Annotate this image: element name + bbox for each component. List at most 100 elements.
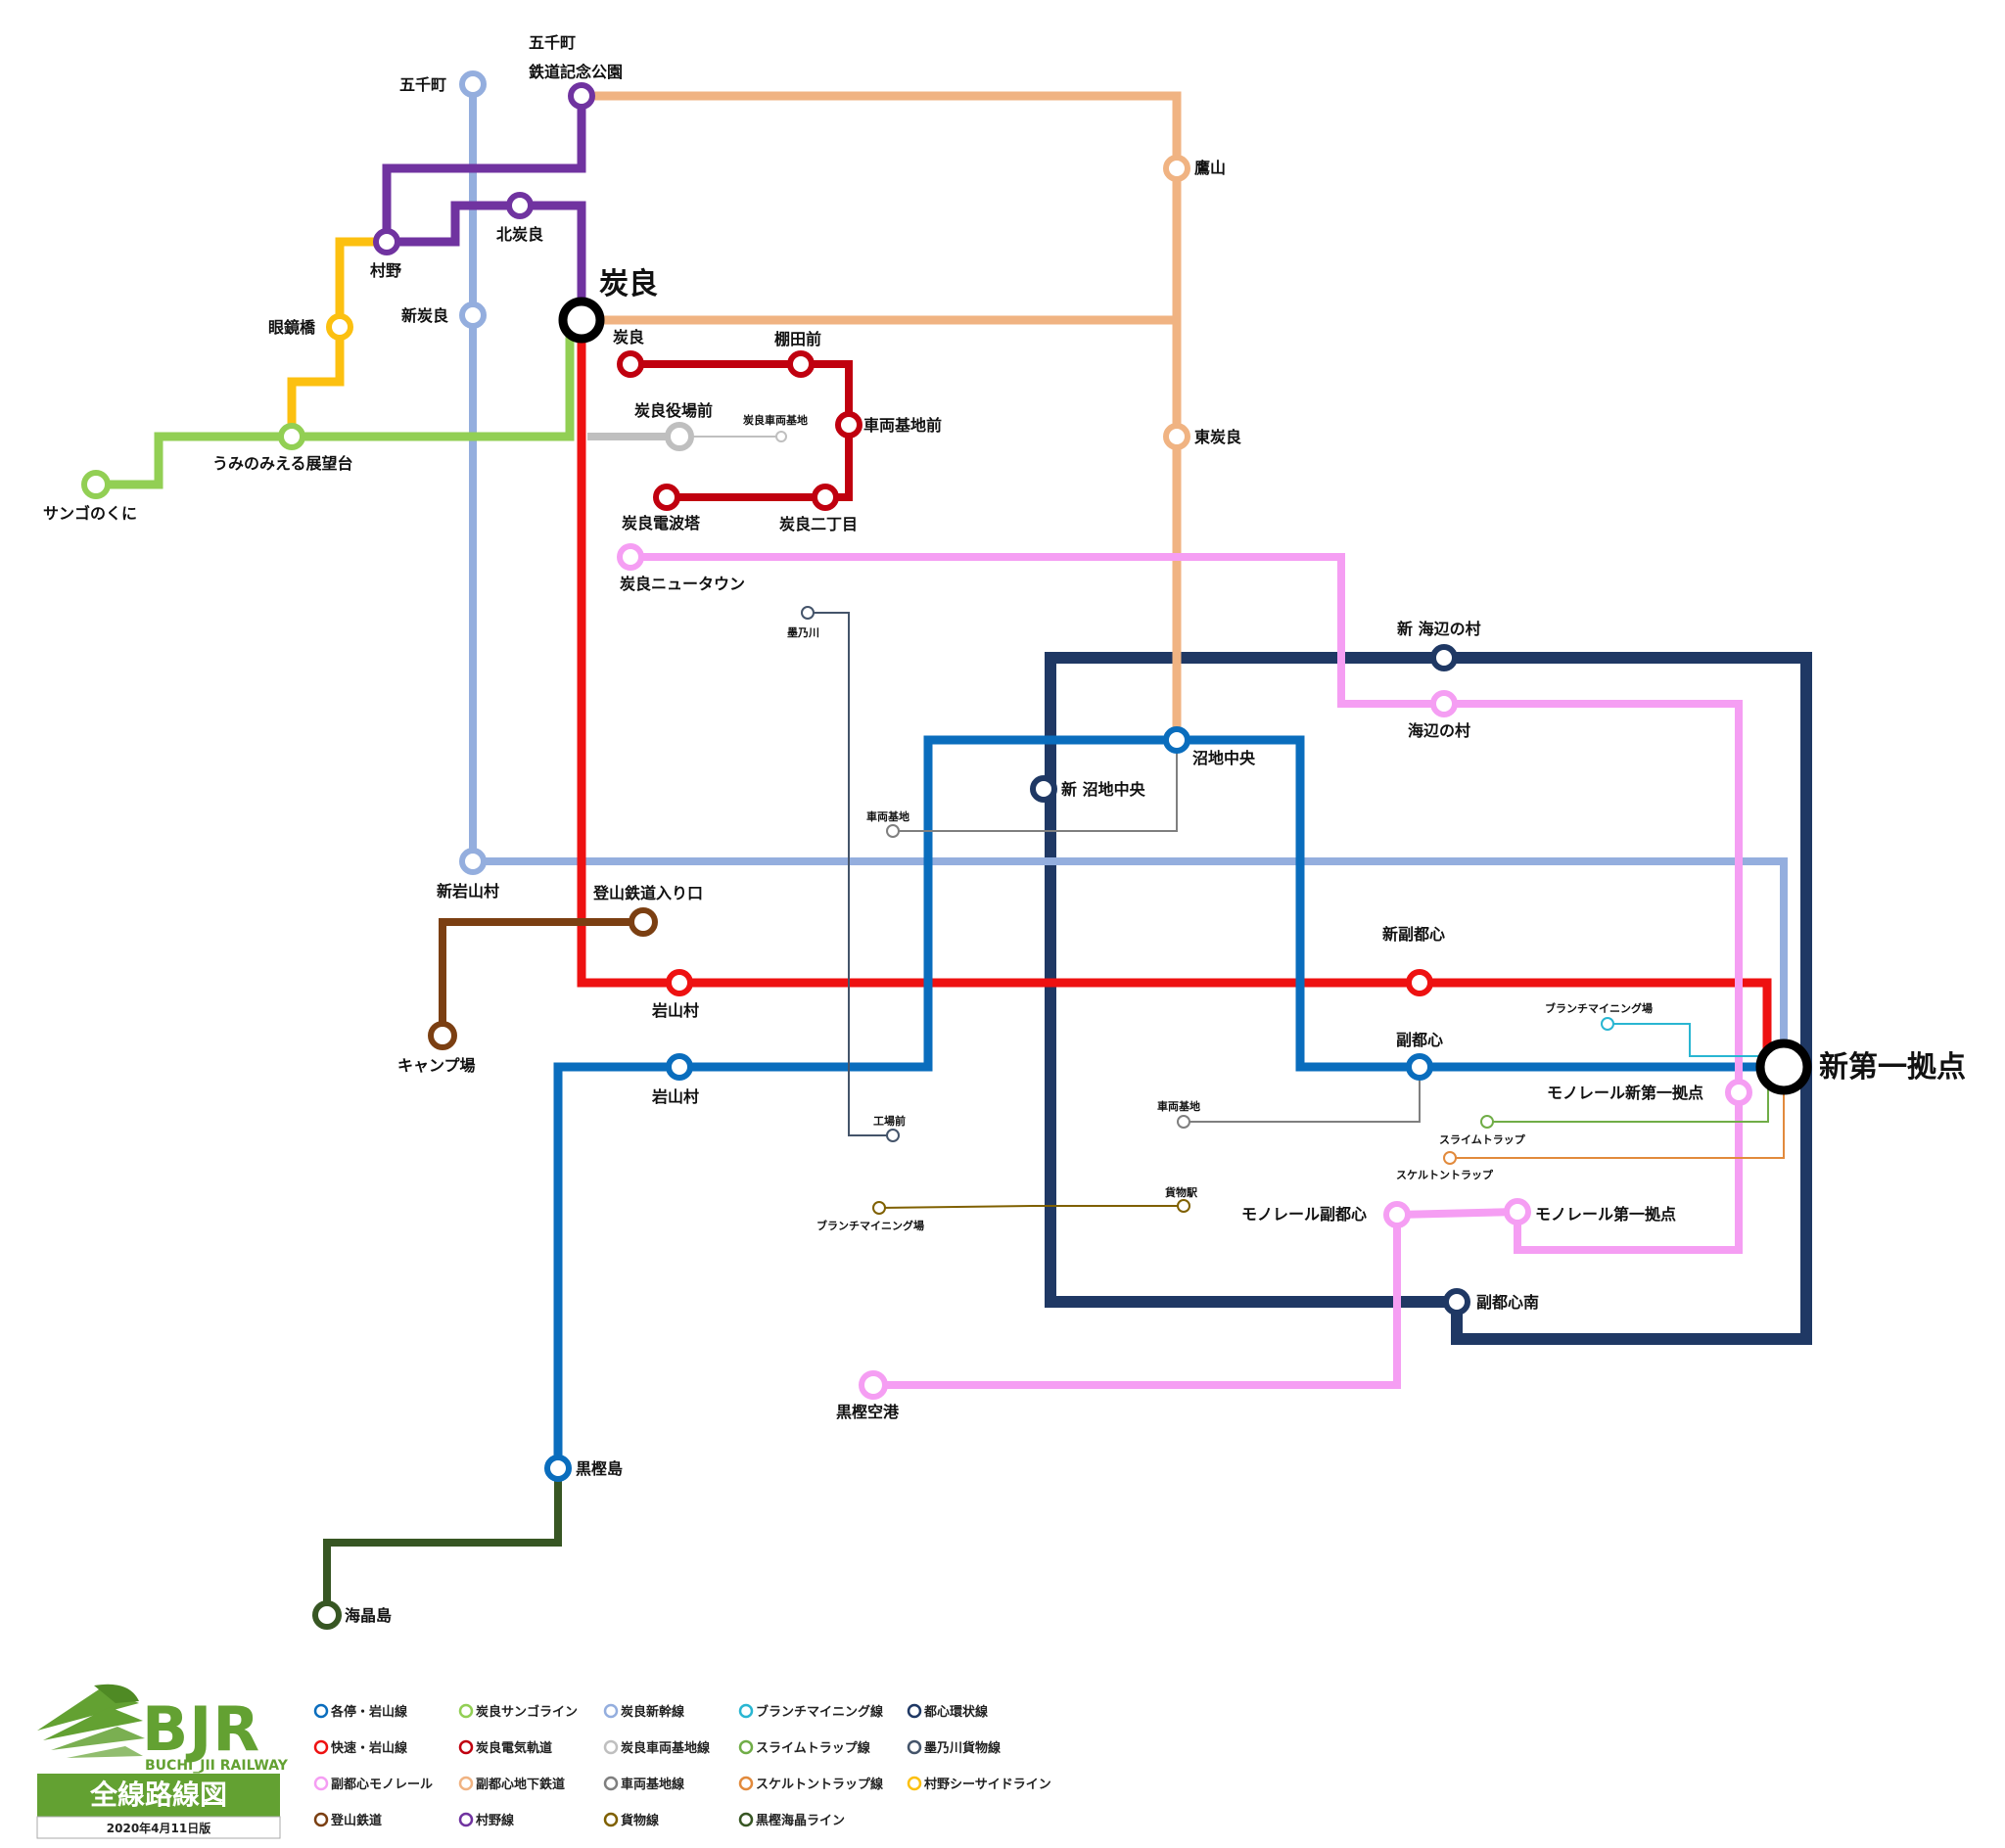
station-marker-sharyo-kichi-2[interactable] (1177, 1115, 1190, 1129)
station-marker-tetsudo-kinen-koen[interactable] (568, 82, 595, 110)
station-marker-kokkan-kuko[interactable] (859, 1370, 888, 1400)
station-marker-shindaiichi[interactable] (1755, 1039, 1812, 1095)
line-branch-mining[interactable] (1608, 1023, 1784, 1057)
station-marker-tanadamae[interactable] (787, 350, 815, 378)
station-label: 登山鉄道入り口 (592, 884, 703, 902)
station-label: 鷹山 (1194, 159, 1226, 177)
station-marker-higashi-tanryo[interactable] (1163, 423, 1190, 450)
station-marker-monorail-daiichi[interactable] (1504, 1198, 1531, 1225)
station-marker-fukutoshin-minami[interactable] (1443, 1288, 1470, 1316)
legend-label: 登山鉄道 (330, 1813, 382, 1828)
station-marker-tozan-iriguchi[interactable] (629, 907, 658, 937)
station-marker-monorail-shindaiichi[interactable] (1725, 1079, 1752, 1106)
legend-marker (313, 1739, 329, 1755)
station-marker-tanryo-denpato[interactable] (653, 484, 680, 511)
station-label: 墨乃川 (787, 626, 819, 639)
station-marker-iwayama-rapid[interactable] (666, 969, 693, 996)
line-fukutoshin-subway[interactable] (582, 91, 1182, 740)
station-marker-sharyo-kichi-1[interactable] (886, 824, 900, 838)
station-label: 沼地中央 (1192, 749, 1256, 767)
legend-marker (313, 1812, 329, 1827)
station-marker-tanryo[interactable] (558, 297, 605, 344)
legend-label: 貨物線 (621, 1813, 660, 1828)
station-label: 黒樫空港 (836, 1403, 900, 1421)
line-tanryo-denki[interactable] (630, 360, 853, 501)
station-label: 村野 (370, 261, 401, 280)
station-marker-kokkan-jima[interactable] (544, 1455, 572, 1482)
station-marker-sango-no-kuni[interactable] (81, 470, 111, 499)
legend-label: 副都心地下鉄道 (476, 1777, 565, 1792)
station-marker-slime-trap[interactable] (1480, 1115, 1494, 1129)
station-marker-skeleton-trap[interactable] (1443, 1151, 1457, 1165)
line-tozan[interactable] (439, 918, 643, 1036)
station-marker-tanryo-nichome[interactable] (812, 484, 839, 511)
station-label: 工場前 (873, 1114, 906, 1128)
station-marker-sharyo-kichi-mae[interactable] (835, 411, 863, 439)
station-marker-shin-numachi-chuo[interactable] (1030, 775, 1057, 803)
station-marker-meganebashi[interactable] (326, 313, 353, 341)
line-local-iwayama[interactable] (553, 735, 1784, 1468)
line-sumino-freight[interactable] (808, 612, 893, 1136)
station-marker-camp[interactable] (428, 1021, 457, 1050)
line-depot-2[interactable] (1184, 1067, 1421, 1123)
station-label: 炭良車両基地 (743, 413, 808, 427)
station-marker-branch-mining-1[interactable] (1601, 1017, 1614, 1031)
station-marker-takayama[interactable] (1163, 155, 1190, 182)
logo-date: 2020年4月11日版 (107, 1821, 210, 1835)
station-marker-murano[interactable] (373, 228, 400, 255)
station-marker-umino-tenbodai[interactable] (278, 423, 305, 450)
line-rapid-iwayama[interactable] (577, 320, 1772, 1067)
station-marker-shin-umibe-no-mura[interactable] (1430, 644, 1458, 671)
station-marker-gosencho-shinkansen[interactable] (459, 70, 487, 98)
station-marker-kamotsu-eki[interactable] (1177, 1199, 1190, 1213)
station-label: 炭良二丁目 (779, 515, 858, 533)
legend-marker (907, 1703, 922, 1719)
station-marker-tanryo-sharyo-kichi[interactable] (775, 431, 787, 442)
line-seaside[interactable] (287, 237, 387, 437)
station-marker-branch-mining-2[interactable] (872, 1201, 886, 1215)
legend-label: 炭良サンゴライン (476, 1704, 578, 1720)
station-label: サンゴのくに (43, 504, 137, 523)
line-loop[interactable] (1045, 652, 1812, 1345)
legend-label: 炭良車両基地線 (621, 1740, 711, 1756)
station-label: 棚田前 (774, 330, 821, 348)
line-depot-1[interactable] (893, 740, 1178, 832)
station-label: スライムトラップ (1439, 1132, 1526, 1146)
legend-marker (738, 1812, 754, 1827)
line-skeleton-trap[interactable] (1450, 1069, 1785, 1159)
legend-marker (738, 1739, 754, 1755)
station-marker-tanryo-yakuba-mae[interactable] (665, 422, 694, 451)
line-murano[interactable] (382, 96, 586, 320)
station-marker-umibe-no-mura[interactable] (1430, 690, 1458, 717)
station-marker-sumino-gawa[interactable] (801, 606, 815, 620)
station-label: 新副都心 (1382, 925, 1445, 944)
line-freight[interactable] (878, 1205, 1184, 1209)
legend-label: 副都心モノレール (331, 1777, 433, 1792)
station-marker-monorail-fukutoshin[interactable] (1383, 1201, 1411, 1228)
legend-marker (458, 1703, 474, 1719)
line-monorail[interactable] (630, 553, 1743, 1389)
station-marker-kojo-mae[interactable] (886, 1129, 900, 1142)
line-shinkansen[interactable] (469, 84, 1788, 1067)
station-label: 岩山村 (651, 1087, 699, 1106)
station-labels: 炭良 新第一拠点 五千町 五千町 鉄道記念公園 鷹山 北炭良 村野 眼鏡橋 新炭… (43, 33, 1966, 1625)
legend-label: 村野線 (476, 1813, 515, 1828)
station-label: モノレール新第一拠点 (1547, 1084, 1703, 1102)
logo-mark: BJR (142, 1693, 260, 1765)
legend-marker (738, 1776, 754, 1791)
station-marker-shin-iwayama-mura[interactable] (459, 848, 487, 875)
station-marker-numachi-chuo[interactable] (1163, 726, 1190, 754)
line-kokkan[interactable] (323, 1468, 562, 1615)
station-marker-iwayama-local[interactable] (666, 1053, 693, 1081)
station-label: モノレール副都心 (1241, 1205, 1367, 1224)
station-label: 鉄道記念公園 (529, 63, 623, 81)
station-marker-tanryo-newtown[interactable] (617, 543, 644, 571)
station-marker-fukutoshin[interactable] (1406, 1053, 1433, 1081)
station-marker-kaisho-jima[interactable] (312, 1600, 342, 1630)
station-label: スケルトントラップ (1396, 1168, 1494, 1181)
station-marker-tanryo-tram[interactable] (617, 350, 644, 378)
line-sango[interactable] (96, 320, 575, 489)
station-marker-kitatanryo[interactable] (506, 192, 534, 219)
station-marker-shin-fukutoshin[interactable] (1406, 969, 1433, 996)
station-marker-shintanryo[interactable] (459, 301, 487, 329)
